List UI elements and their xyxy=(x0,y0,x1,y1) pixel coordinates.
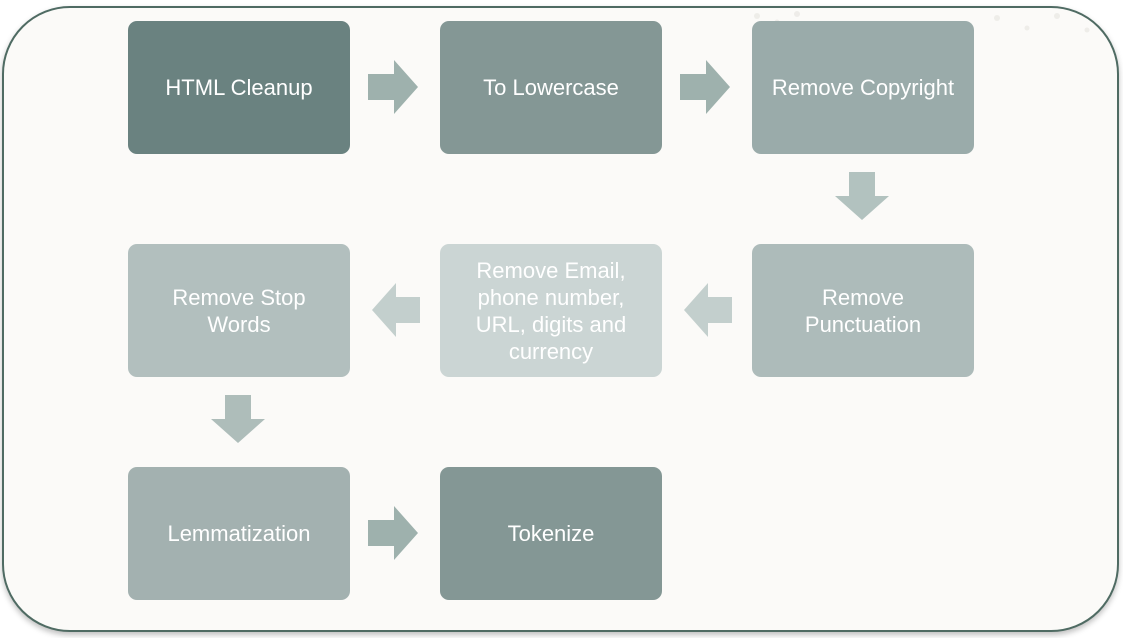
arrow-down-icon xyxy=(211,395,265,443)
arrow-right-icon xyxy=(368,60,418,114)
arrow-left-shape xyxy=(372,283,420,337)
arrow-left-icon xyxy=(684,283,732,337)
arrow-right-icon xyxy=(680,60,730,114)
step-remove-punctuation: Remove Punctuation xyxy=(752,244,974,377)
step-remove-email-phone-url: Remove Email, phone number, URL, digits … xyxy=(440,244,662,377)
step-tokenize: Tokenize xyxy=(440,467,662,600)
arrow-right-shape xyxy=(368,506,418,560)
decorative-pattern xyxy=(754,11,1110,33)
step-to-lowercase: To Lowercase xyxy=(440,21,662,154)
arrow-right-shape xyxy=(368,60,418,114)
arrow-left-icon xyxy=(372,283,420,337)
arrow-right-icon xyxy=(368,506,418,560)
arrow-down-icon xyxy=(835,172,889,220)
step-lemmatization: Lemmatization xyxy=(128,467,350,600)
arrow-right-shape xyxy=(680,60,730,114)
arrow-down-shape xyxy=(211,395,265,443)
arrow-down-shape xyxy=(835,172,889,220)
step-remove-stop-words: Remove Stop Words xyxy=(128,244,350,377)
step-remove-copyright: Remove Copyright xyxy=(752,21,974,154)
arrow-left-shape xyxy=(684,283,732,337)
step-html-cleanup: HTML Cleanup xyxy=(128,21,350,154)
